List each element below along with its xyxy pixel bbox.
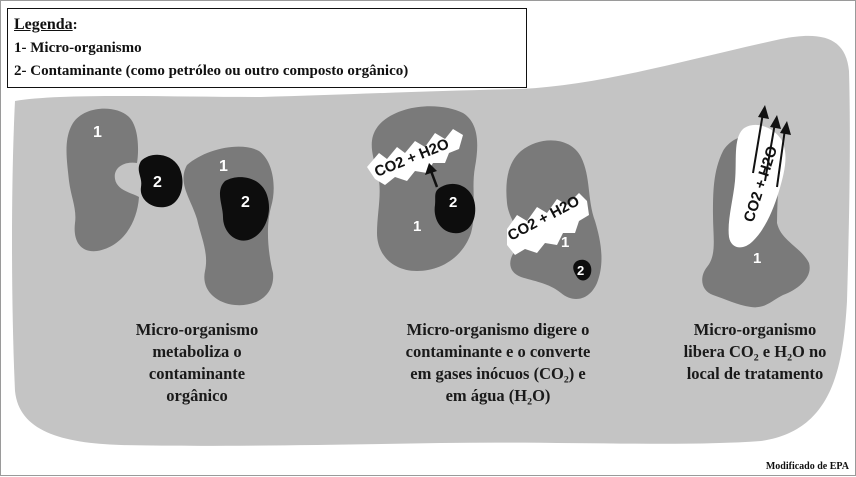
caption-step3-line: libera CO₂ e H₂O no <box>683 342 827 361</box>
caption-step1: Micro-organismo metaboliza o contaminant… <box>87 319 307 407</box>
source-credit: Modificado de EPA <box>765 461 849 472</box>
arrowhead-2a <box>425 163 437 175</box>
gas-cloud-2b <box>507 193 589 255</box>
legend-title: Legenda <box>14 16 73 33</box>
label-1-step1a: 1 <box>93 124 102 141</box>
label-2-step1b: 2 <box>241 194 250 211</box>
contaminant-1b <box>219 177 270 241</box>
caption-step3-line: local de tratamento <box>686 364 824 383</box>
gas-arrow-3a-head <box>758 105 769 119</box>
gas-arrow-3b-head <box>770 115 781 129</box>
caption-step2-line: Micro-organismo digere o <box>406 320 590 339</box>
contaminant-1a <box>138 154 183 208</box>
microorganism-1a <box>66 108 139 252</box>
legend-item-contaminant: 2- Contaminante (como petróleo ou outro … <box>14 63 409 79</box>
caption-step2-line: em água (H₂O) <box>445 386 551 405</box>
contaminant-2a <box>434 183 476 234</box>
arrow-2a <box>429 170 439 188</box>
gas-arrow-3c <box>776 128 786 188</box>
gas-cloud-3 <box>728 124 786 248</box>
caption-step1-line: Micro-organismo <box>135 320 259 339</box>
label-1-step3: 1 <box>753 250 761 267</box>
label-1-step2a: 1 <box>413 218 421 235</box>
label-2-step1a: 2 <box>153 174 162 191</box>
caption-step2-line: contaminante e o converte <box>405 342 591 361</box>
caption-step3-line: Micro-organismo <box>693 320 817 339</box>
gas-cloud-2a <box>367 129 463 185</box>
caption-step2: Micro-organismo digere o contaminante e … <box>363 319 633 407</box>
label-2-step2a: 2 <box>449 194 457 211</box>
caption-step1-line: orgânico <box>166 386 228 405</box>
label-1-step2b: 1 <box>561 234 569 251</box>
gas-arrow-3b <box>764 122 776 182</box>
contaminant-2b <box>573 259 592 281</box>
legend-box: Legenda: 1- Micro-organismo 2- Contamina… <box>7 8 527 88</box>
gas-arrow-3c-head <box>780 121 791 135</box>
label-2-step2b: 2 <box>577 263 584 278</box>
legend-title-colon: : <box>72 17 78 33</box>
caption-step3: Micro-organismo libera CO₂ e H₂O no loca… <box>657 319 853 385</box>
legend-item-microorganism: 1- Micro-organismo <box>14 40 142 56</box>
caption-step2-line: em gases inócuos (CO₂) e <box>410 364 586 383</box>
gas-arrow-3a <box>752 112 764 174</box>
caption-step1-line: contaminante <box>148 364 246 383</box>
caption-step1-line: metaboliza o <box>152 342 242 361</box>
label-1-step1b: 1 <box>219 158 228 175</box>
